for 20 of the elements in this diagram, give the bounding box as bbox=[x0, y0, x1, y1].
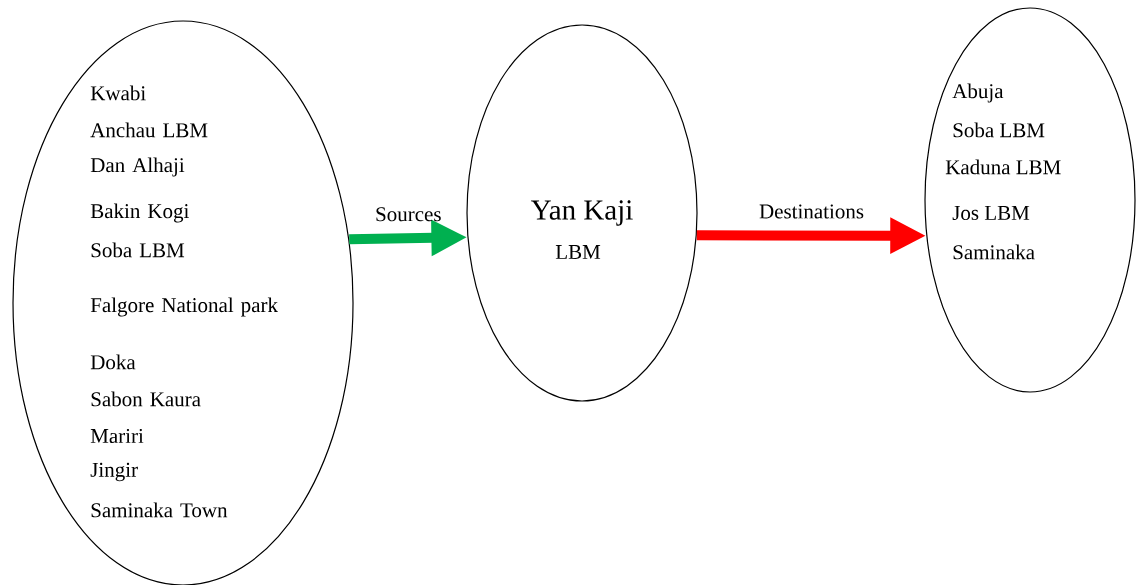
place-name: Kwabi bbox=[90, 85, 146, 101]
place-name: Saminaka bbox=[953, 244, 1035, 260]
place-name: Soba LBM bbox=[953, 122, 1045, 138]
place-name: Saminaka Town bbox=[91, 502, 228, 518]
place-name: Falgore National park bbox=[90, 297, 278, 317]
place-name: Sabon Kaura bbox=[91, 391, 201, 407]
place-name: Yan Kaji bbox=[531, 200, 633, 226]
place-name: Dan Alhaji bbox=[90, 157, 185, 177]
place-name: Anchau LBM bbox=[90, 122, 208, 138]
place-name: Soba LBM bbox=[91, 242, 185, 258]
place-name: Abuja bbox=[952, 83, 1004, 103]
place-name: Mariri bbox=[90, 428, 144, 444]
place-name: Jingir bbox=[90, 462, 138, 482]
place-name: Kaduna LBM bbox=[945, 159, 1061, 175]
edge-label: Destinations bbox=[759, 204, 864, 219]
place-name: Jos LBM bbox=[952, 206, 1030, 220]
place-name: LBM bbox=[555, 245, 601, 259]
place-name: Bakin Kogi bbox=[90, 203, 189, 223]
edge-label: Sources bbox=[376, 207, 441, 222]
place-name: Doka bbox=[90, 354, 136, 370]
